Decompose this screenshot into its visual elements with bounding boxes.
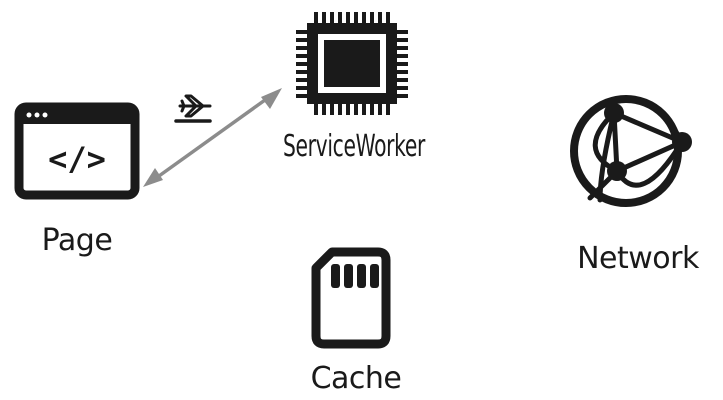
sd-card-icon [311,247,391,349]
serviceworker-node: ServiceWorker [283,12,426,164]
serviceworker-label: ServiceWorker [283,129,426,164]
network-globe-icon [570,95,692,207]
cache-node: Cache [311,247,402,396]
page-node: </> Page [14,102,140,258]
network-node: Network [570,95,701,276]
page-label: Page [42,223,113,258]
code-glyph: </> [48,140,106,178]
code-window-icon: </> [14,102,140,200]
network-label: Network [577,241,700,276]
arrowhead-serviceworker [261,88,282,109]
chip-icon [296,12,408,115]
bidirectional-arrow [150,93,274,183]
arrowhead-page [143,168,163,187]
page-serviceworker-connection [143,88,282,187]
airplane-mode-icon [174,94,212,123]
cache-label: Cache [311,361,402,396]
